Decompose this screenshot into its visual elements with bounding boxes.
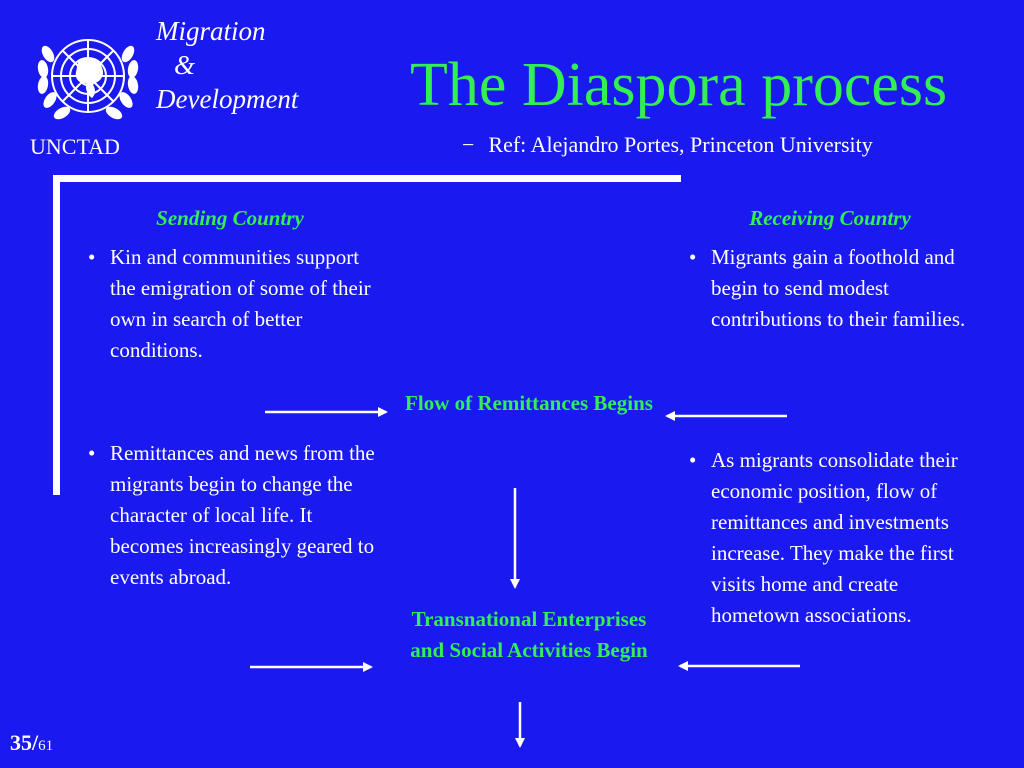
transnational-enterprises-node: Transnational Enterprises and Social Act… [410, 607, 648, 662]
sending-bullet-1: • Kin and communities support the emigra… [88, 242, 380, 366]
slide-title: The Diaspora process [410, 51, 948, 119]
receiving-bullet-2-text: As migrants consolidate their economic p… [711, 448, 958, 627]
sending-bullet-2: • Remittances and news from the migrants… [88, 438, 375, 593]
receiving-bullet-2: • As migrants consolidate their economic… [689, 445, 973, 631]
bullet-dot-icon: • [88, 441, 96, 465]
page-number: 35/61 [10, 730, 53, 756]
brand-line-ampersand: & [174, 50, 196, 80]
un-emblem-icon [37, 39, 139, 120]
slide-subtitle: −Ref: Alejandro Portes, Princeton Univer… [462, 132, 873, 158]
brand-line-development: Development [156, 84, 299, 114]
subtitle-dash: − [462, 132, 475, 157]
sending-country-heading: Sending Country [156, 206, 304, 230]
org-label: UNCTAD [30, 134, 120, 159]
flow-of-remittances-node: Flow of Remittances Begins [405, 391, 653, 415]
receiving-country-heading: Receiving Country [749, 206, 911, 230]
receiving-bullet-1: • Migrants gain a foothold and begin to … [689, 242, 981, 335]
bullet-dot-icon: • [689, 448, 697, 472]
receiving-bullet-1-text: Migrants gain a foothold and begin to se… [711, 245, 966, 331]
bullet-dot-icon: • [88, 245, 96, 269]
bullet-dot-icon: • [689, 245, 697, 269]
sending-bullet-2-text: Remittances and news from the migrants b… [110, 441, 375, 589]
brand-title: Migration & Development [156, 14, 298, 116]
brand-line-migration: Migration [156, 16, 266, 46]
subtitle-text: Ref: Alejandro Portes, Princeton Univers… [488, 132, 873, 157]
sending-bullet-1-text: Kin and communities support the emigrati… [110, 245, 371, 362]
page-total: 61 [38, 738, 54, 754]
page-current: 35/ [10, 730, 39, 755]
